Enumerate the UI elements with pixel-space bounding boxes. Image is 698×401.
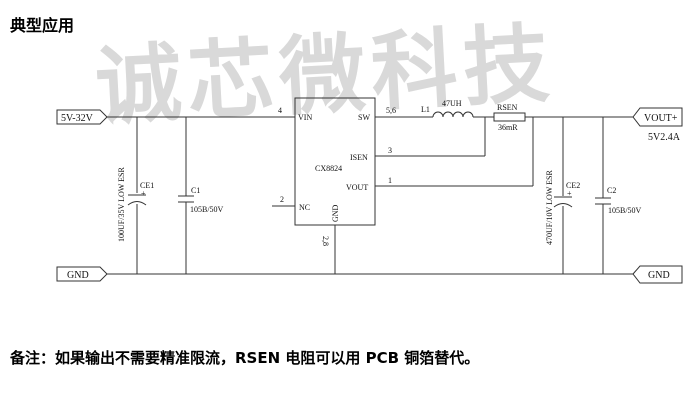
pin-vin: VIN: [298, 113, 312, 122]
pin-number-sw: 5,6: [386, 106, 396, 115]
ce2-ref: CE2: [566, 181, 580, 190]
l1-value: 47UH: [442, 99, 462, 108]
gnd-port-right: [632, 265, 683, 284]
gnd-label-right: GND: [648, 270, 670, 281]
gnd-port-left: [56, 266, 108, 282]
c1-value: 105B/50V: [190, 205, 224, 214]
input-label: 5V-32V: [61, 113, 94, 124]
rsen-value: 36mR: [498, 123, 518, 132]
ce2-value: 470UF/10V LOW ESR: [545, 170, 554, 245]
pin-number-gnd: 2,8: [321, 236, 330, 246]
l1-ref: L1: [421, 105, 430, 114]
ce1-curved-plate: [127, 201, 147, 206]
section-heading: 典型应用: [10, 16, 75, 35]
pin-number-nc: 2: [280, 195, 284, 204]
resistor-rsen: [493, 112, 526, 122]
input-port: [56, 109, 108, 125]
output-spec: 5V2.4A: [648, 132, 681, 143]
pin-number-isen: 3: [388, 146, 392, 155]
ce1-ref: CE1: [140, 181, 154, 190]
pin-sw: SW: [358, 113, 370, 122]
c2-value: 105B/50V: [608, 206, 642, 215]
ce2-polarity: +: [567, 189, 572, 198]
ce1-polarity: +: [141, 189, 146, 198]
pin-nc: NC: [299, 203, 310, 212]
c2-ref: C2: [607, 186, 616, 195]
ce1-value: 100UF/35V LOW ESR: [117, 167, 126, 242]
gnd-label-left: GND: [67, 270, 89, 281]
c1-ref: C1: [191, 186, 200, 195]
rsen-ref: RSEN: [497, 103, 518, 112]
pin-isen: ISEN: [350, 153, 368, 162]
output-label: VOUT+: [644, 113, 678, 124]
pin-number-vout: 1: [388, 176, 392, 185]
pin-number-vin: 4: [278, 106, 282, 115]
output-port: [632, 107, 683, 127]
pin-vout: VOUT: [346, 183, 368, 192]
footnote: 备注：如果输出不需要精准限流，RSEN 电阻可以用 PCB 铜箔替代。: [10, 349, 480, 367]
ic-name: CX8824: [315, 164, 342, 173]
pin-gnd: GND: [331, 204, 340, 222]
inductor-l1: [432, 111, 474, 118]
